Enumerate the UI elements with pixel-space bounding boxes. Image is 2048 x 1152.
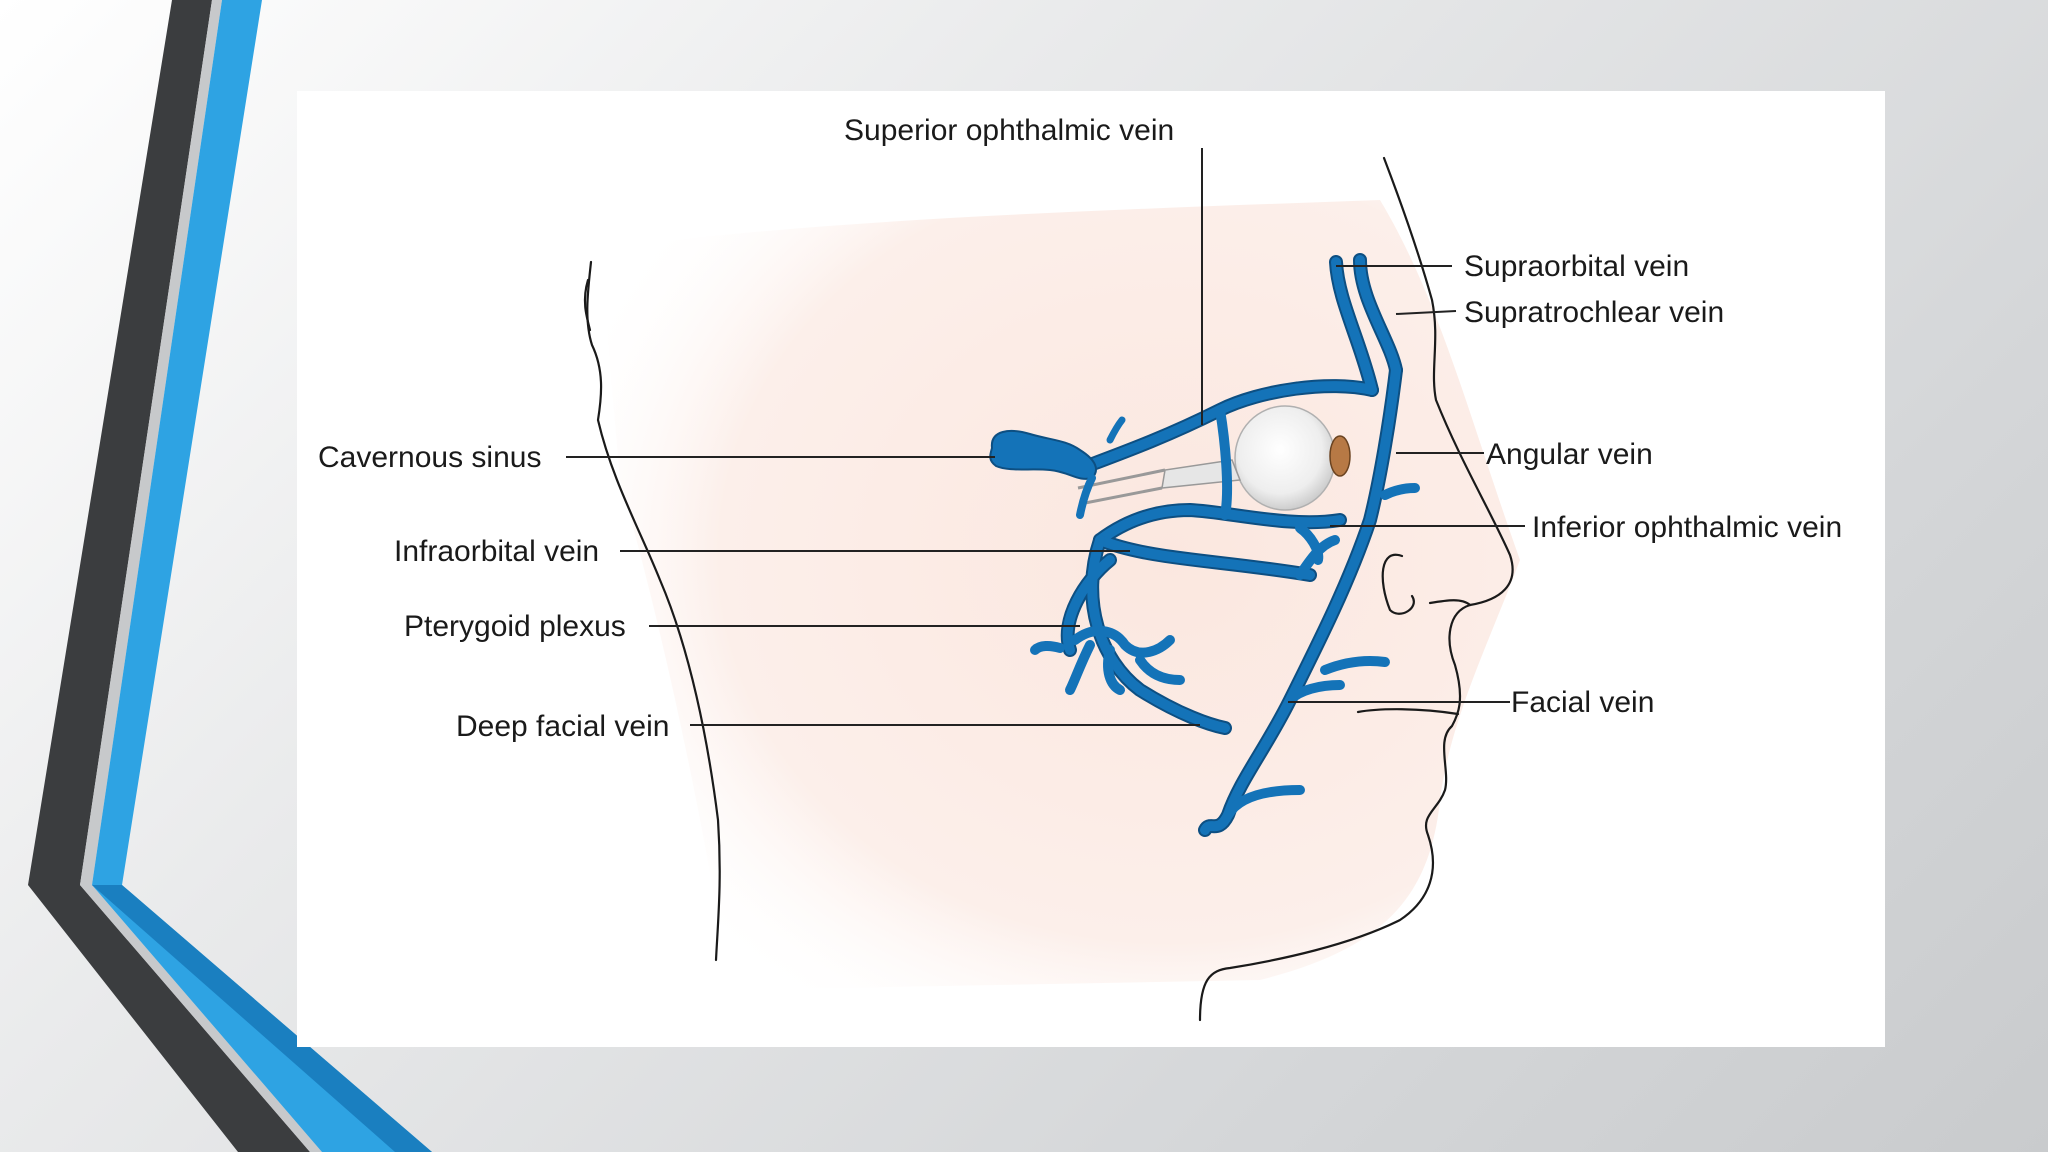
leader-lines	[566, 148, 1525, 726]
label-pterygoid-plexus: Pterygoid plexus	[404, 610, 626, 643]
blue-stripe-shadow	[92, 885, 432, 1152]
label-angular-vein: Angular vein	[1486, 438, 1653, 471]
label-deep-facial-vein: Deep facial vein	[456, 710, 669, 743]
supraorbital-vein-path	[1331, 257, 1377, 395]
nostril-outline	[1381, 553, 1415, 615]
infraorbital-vein-path	[1095, 535, 1315, 580]
supratrochlear-vein-path	[1355, 255, 1401, 375]
label-supratrochlear-vein: Supratrochlear vein	[1464, 296, 1724, 329]
face-profile-outline	[1198, 156, 1514, 1022]
vein-network	[989, 253, 1420, 837]
label-cavernous-sinus: Cavernous sinus	[318, 441, 541, 474]
leader-supratrochlear	[1395, 310, 1457, 315]
ear-outline	[583, 278, 592, 332]
label-facial-vein: Facial vein	[1511, 686, 1654, 719]
inferior-ophthalmic-vein-path	[1095, 505, 1345, 545]
label-supraorbital-vein: Supraorbital vein	[1464, 250, 1689, 283]
label-superior-ophthalmic-vein: Superior ophthalmic vein	[844, 114, 1174, 147]
deep-facial-vein-path	[1087, 535, 1230, 733]
eyeball	[1234, 405, 1336, 511]
label-infraorbital-vein: Infraorbital vein	[394, 535, 599, 568]
label-inferior-ophthalmic-vein: Inferior ophthalmic vein	[1532, 511, 1842, 544]
cornea	[1329, 435, 1351, 477]
dark-stripe	[28, 0, 310, 1152]
light-gap-stripe	[80, 0, 322, 1152]
alar-crease	[1428, 599, 1472, 607]
mouth-line	[1356, 708, 1460, 716]
back-of-head-outline	[586, 260, 721, 962]
blue-stripe	[92, 0, 432, 1152]
pterygoid-plexus-path	[1070, 626, 1175, 658]
